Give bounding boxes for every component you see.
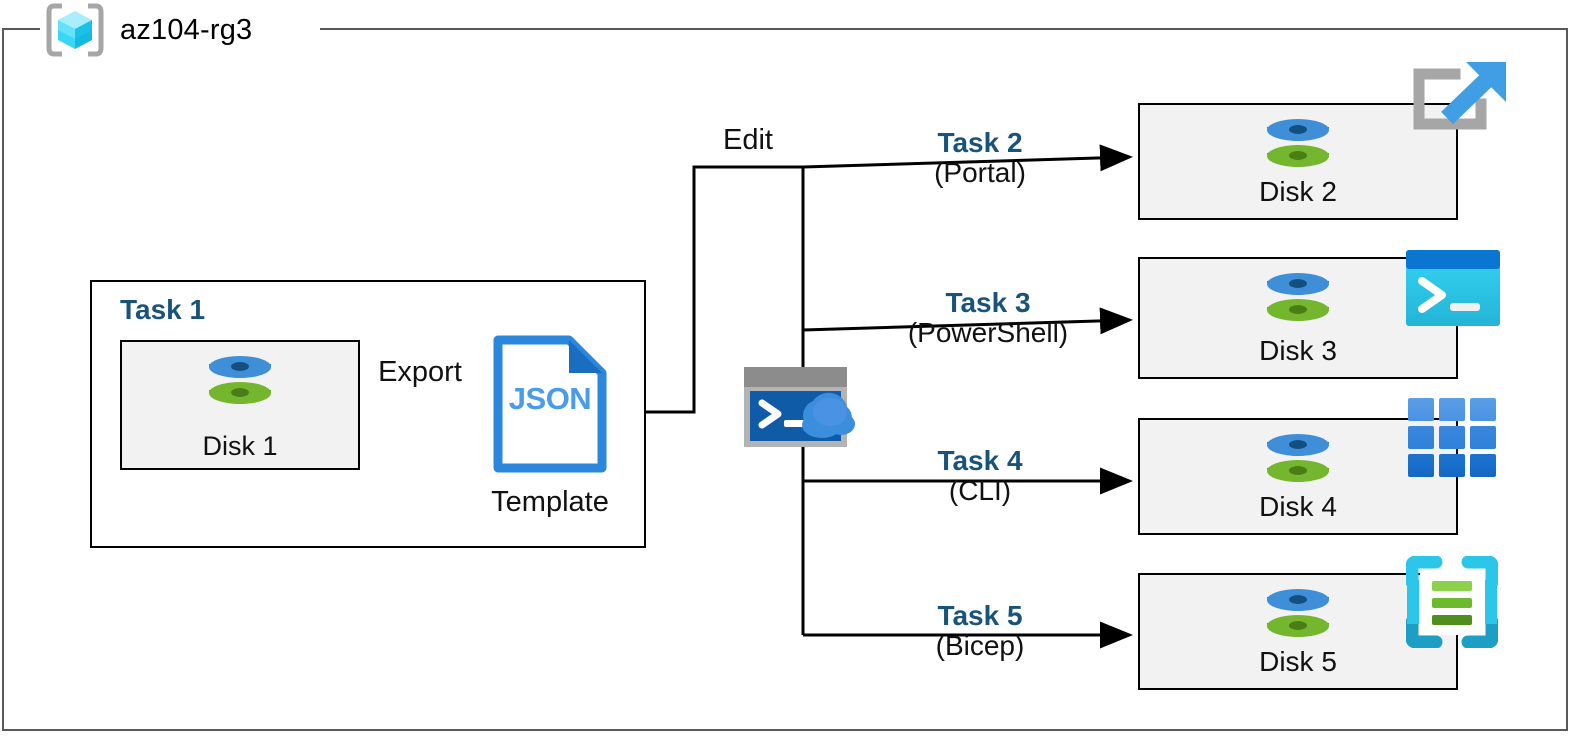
- task2-arrow-label: Task 2 (Portal): [830, 128, 1130, 190]
- edit-label: Edit: [723, 124, 773, 156]
- disk4-box: Disk 4: [1138, 418, 1458, 535]
- disk5-label: Disk 5: [1259, 646, 1337, 677]
- bicep-icon: [1405, 555, 1499, 649]
- task3-arrow-label: Task 3 (PowerShell): [838, 288, 1138, 350]
- resource-group-title-gap: [40, 20, 320, 38]
- task3-title: Task 3: [945, 287, 1031, 318]
- disk1-label: Disk 1: [202, 431, 278, 461]
- json-template-icon: [489, 334, 611, 474]
- resource-group-frame: [2, 28, 1568, 731]
- task3-method: (PowerShell): [907, 317, 1069, 349]
- task5-title: Task 5: [937, 600, 1023, 631]
- resource-group-header: az104-rg3: [44, 2, 252, 58]
- disk4-label: Disk 4: [1259, 491, 1337, 522]
- task5-method: (Bicep): [935, 630, 1025, 662]
- resource-group-cube-icon: [44, 2, 106, 58]
- disk-icon: [209, 356, 271, 418]
- task5-arrow-label: Task 5 (Bicep): [830, 601, 1130, 663]
- task2-title: Task 2: [937, 127, 1023, 158]
- task4-title: Task 4: [937, 445, 1023, 476]
- disk-icon: [1267, 434, 1329, 496]
- cloud-shell-icon: [744, 367, 856, 447]
- task4-arrow-label: Task 4 (CLI): [830, 446, 1130, 508]
- disk2-box: Disk 2: [1138, 103, 1458, 220]
- azure-cli-icon: [1408, 398, 1496, 478]
- disk5-box: Disk 5: [1138, 573, 1458, 690]
- task4-method: (CLI): [948, 475, 1012, 507]
- task1-label: Task 1: [120, 294, 206, 325]
- disk1-box: Disk 1: [120, 340, 360, 470]
- disk-icon: [1267, 119, 1329, 181]
- disk3-box: Disk 3: [1138, 257, 1458, 379]
- export-label: Export: [378, 356, 462, 388]
- disk2-label: Disk 2: [1259, 176, 1337, 207]
- disk-icon: [1267, 273, 1329, 335]
- disk3-label: Disk 3: [1259, 335, 1337, 366]
- azure-portal-icon: [1409, 62, 1514, 162]
- template-label: Template: [491, 486, 609, 518]
- powershell-icon: [1406, 250, 1500, 326]
- task2-method: (Portal): [934, 157, 1026, 189]
- disk-icon: [1267, 589, 1329, 651]
- json-icon-text: JSON: [508, 381, 592, 416]
- resource-group-name: az104-rg3: [120, 13, 253, 46]
